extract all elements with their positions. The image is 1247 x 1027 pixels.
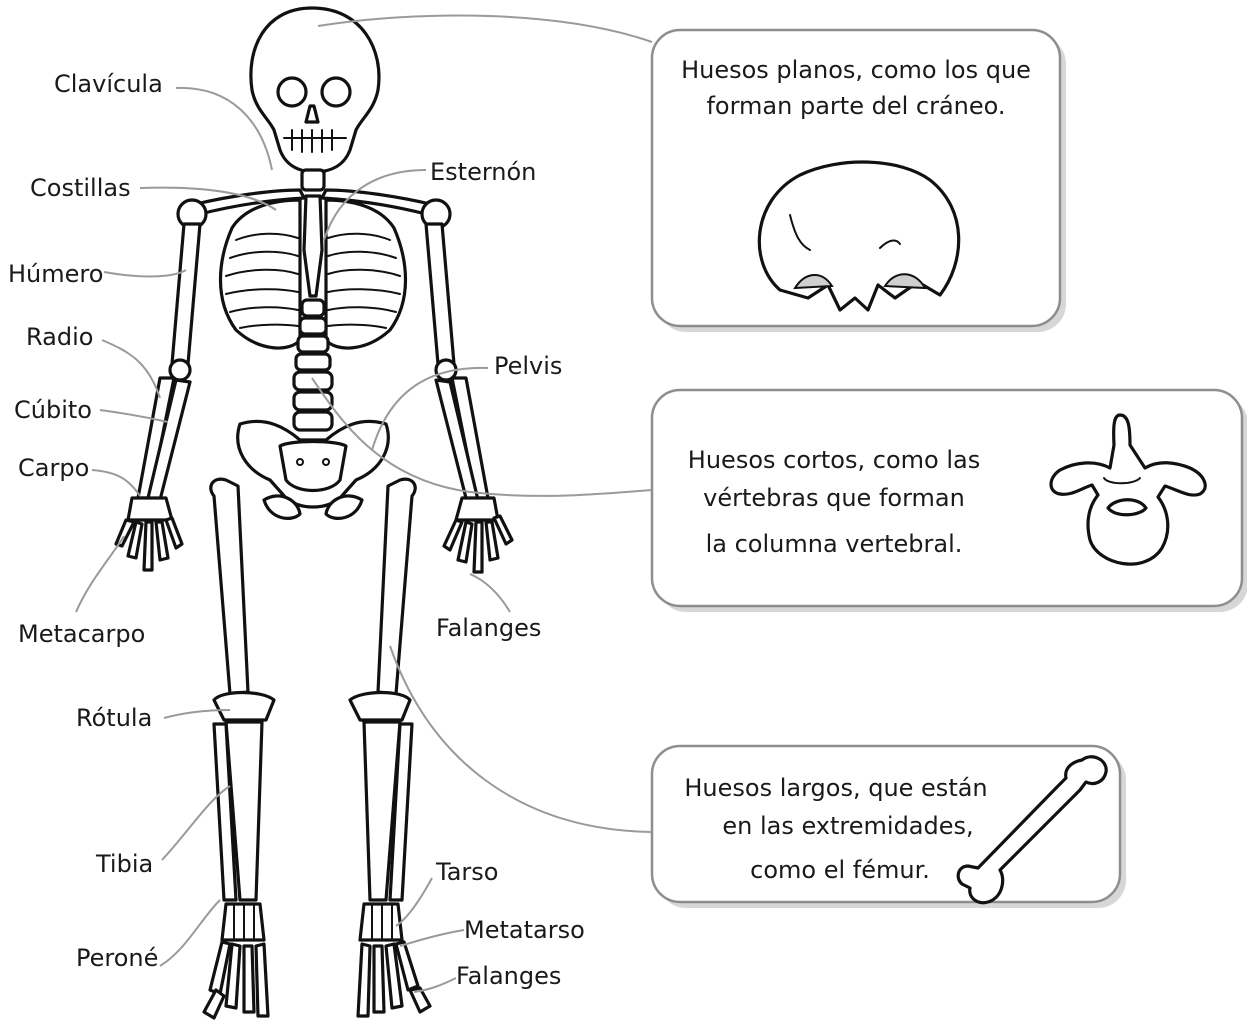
left-hand	[116, 498, 182, 570]
label-tibia: Tibia	[95, 850, 153, 878]
label-falanges-mano: Falanges	[436, 614, 541, 642]
label-radio: Radio	[26, 323, 93, 351]
label-cubito: Cúbito	[14, 396, 92, 424]
skull	[251, 8, 379, 172]
left-femur	[211, 479, 248, 694]
label-clavicula: Clavícula	[54, 70, 163, 98]
card-flat-line2: forman parte del cráneo.	[706, 92, 1005, 120]
spine	[294, 300, 332, 430]
card-short-line2: vértebras que forman	[703, 484, 965, 512]
card-short-bones: Huesos cortos, como las vértebras que fo…	[652, 390, 1247, 612]
label-costillas: Costillas	[30, 174, 131, 202]
label-metacarpo: Metacarpo	[18, 620, 145, 648]
card-flat-bones: Huesos planos, como los que forman parte…	[652, 30, 1066, 332]
label-esternon: Esternón	[430, 158, 536, 186]
label-metatarso: Metatarso	[464, 916, 585, 944]
right-hand	[444, 498, 512, 572]
label-perone: Peroné	[76, 944, 158, 972]
card-long-line2: en las extremidades,	[722, 812, 973, 840]
right-foot	[358, 904, 430, 1016]
card-long-line1: Huesos largos, que están	[684, 774, 987, 802]
card-flat-line1: Huesos planos, como los que	[681, 56, 1031, 84]
label-humero: Húmero	[8, 260, 103, 288]
skull-cap-illustration	[759, 162, 958, 310]
label-pelvis: Pelvis	[494, 352, 562, 380]
label-carpo: Carpo	[18, 454, 89, 482]
label-tarso: Tarso	[435, 858, 498, 886]
card-long-bones: Huesos largos, que están en las extremid…	[652, 746, 1126, 908]
card-short-line3: la columna vertebral.	[706, 530, 963, 558]
sternum	[304, 196, 322, 296]
card-short-line1: Huesos cortos, como las	[688, 446, 980, 474]
left-foot	[204, 904, 268, 1018]
label-falanges-pie: Falanges	[456, 962, 561, 990]
label-rotula: Rótula	[76, 704, 152, 732]
card-long-line3: como el fémur.	[750, 856, 930, 884]
